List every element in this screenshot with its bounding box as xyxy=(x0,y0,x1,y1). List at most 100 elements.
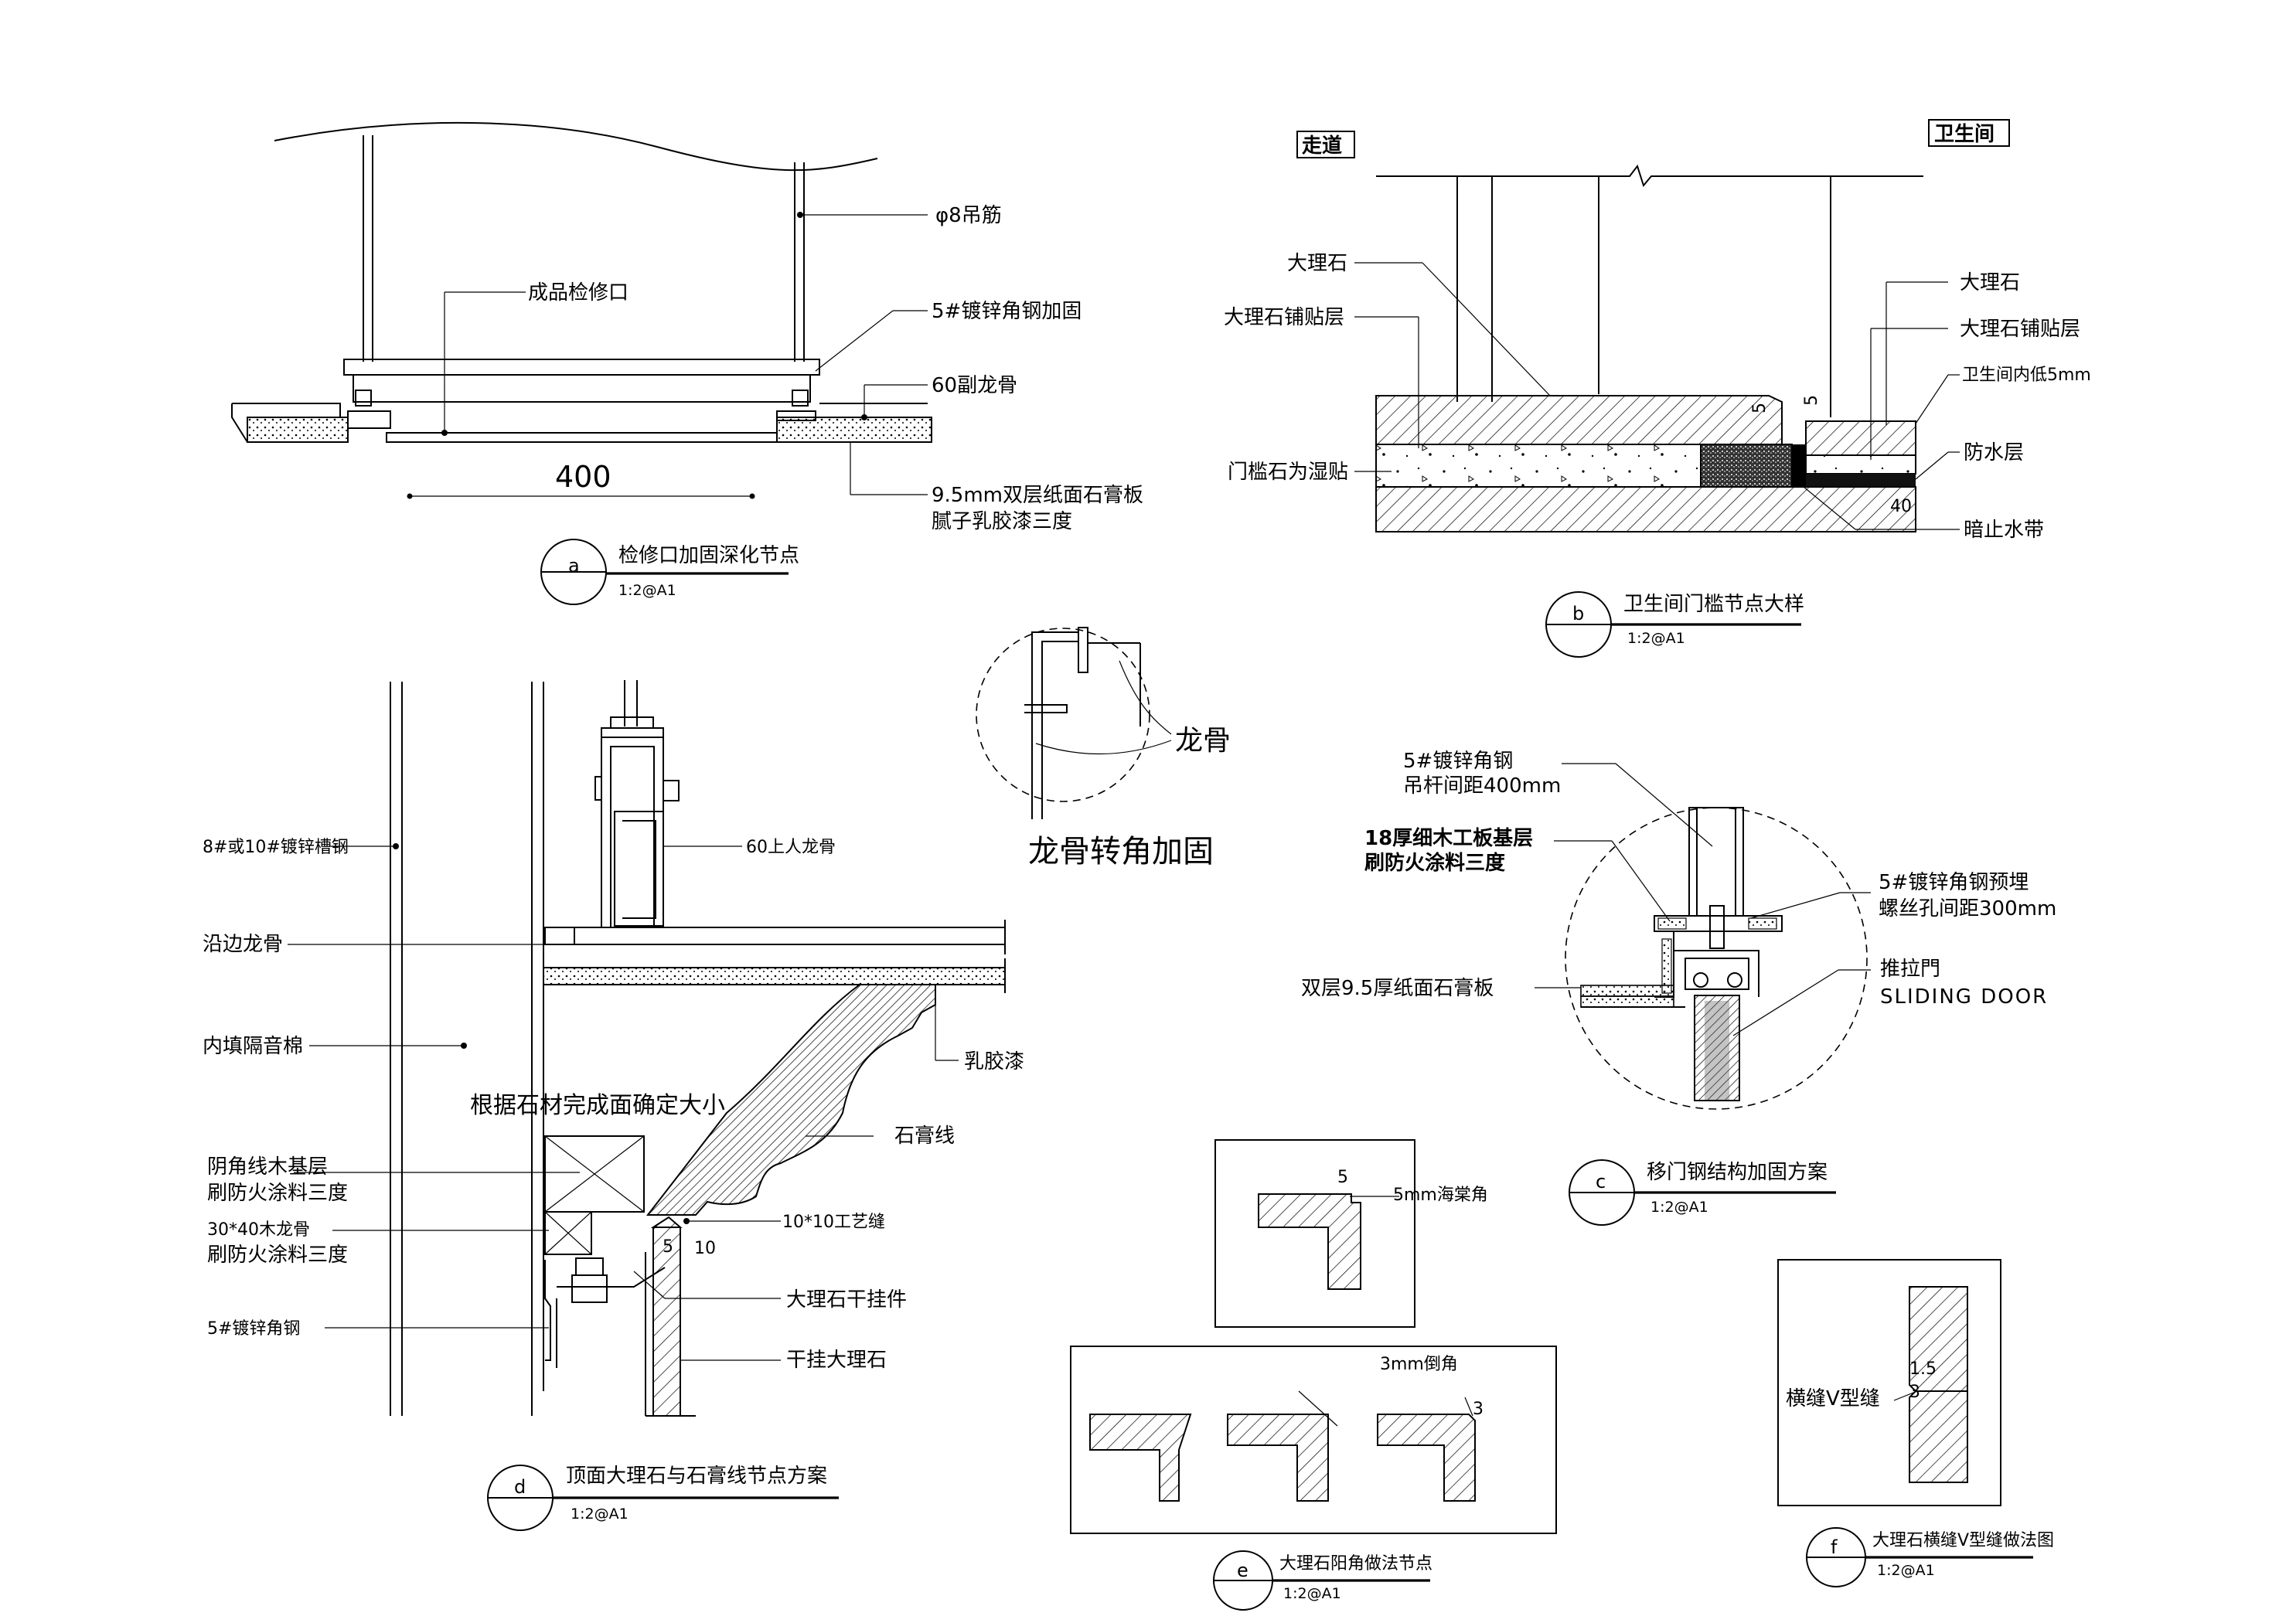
detail-e: 5mm海棠角 5 3mm倒角 3 e 大理石阳角做法节点 1:2@A1 xyxy=(1070,1139,1557,1611)
hanger-bracket xyxy=(601,737,664,928)
label-latex: 乳胶漆 xyxy=(964,1050,1024,1073)
dim-5a: 5 xyxy=(1750,403,1770,413)
label-c-angle-2: 吊杆间距400mm xyxy=(1403,774,1561,798)
label-vjoint: 横缝V型缝 xyxy=(1786,1387,1880,1410)
label-edge-keel: 沿边龙骨 xyxy=(203,933,283,956)
title-b: 卫生间门槛节点大样 xyxy=(1623,593,1804,616)
label-cornice: 石膏线 xyxy=(894,1125,955,1148)
label-note: 根据石材完成面确定大小 xyxy=(470,1092,725,1119)
label-keel: 龙骨 xyxy=(1175,725,1231,757)
label-hanger-d: 大理石干挂件 xyxy=(786,1288,907,1312)
ceiling-break xyxy=(1376,164,1923,188)
scale-e: 1:2@A1 xyxy=(1283,1585,1341,1602)
dim-5b: 5 xyxy=(1802,395,1821,406)
corner-chamfer-3mm xyxy=(1377,1414,1476,1502)
wood-base xyxy=(544,1135,645,1213)
title-c: 移门钢结构加固方案 xyxy=(1647,1161,1828,1184)
sliding-door-panel xyxy=(1694,995,1740,1101)
panel-face xyxy=(386,432,778,443)
label-c-door-en: SLIDING DOOR xyxy=(1880,985,2048,1009)
scale-a: 1:2@A1 xyxy=(618,582,676,599)
label-marble-left: 大理石 xyxy=(1287,252,1347,275)
scale-c: 1:2@A1 xyxy=(1650,1199,1708,1216)
detail-keel-corner: 龙骨 龙骨转角加固 xyxy=(976,627,1231,869)
label-c-angle-1: 5#镀锌角钢 xyxy=(1403,750,1513,773)
detail-b: 走道 卫生间 5 5 40 大理石 大理石铺贴层 门槛 xyxy=(1224,119,2091,658)
gypsum-board-left xyxy=(247,417,349,443)
marble-right xyxy=(1805,420,1916,456)
label-insulation: 内填隔音棉 xyxy=(203,1035,303,1058)
waterproof-layer xyxy=(1806,474,1916,487)
label-waterstop: 暗止水带 xyxy=(1964,519,2044,542)
label-access-panel: 成品检修口 xyxy=(528,281,629,305)
wood-keel xyxy=(544,1211,592,1255)
label-hanger: φ8吊筋 xyxy=(935,204,1002,227)
break-line xyxy=(274,121,878,172)
dimension-400: 400 xyxy=(555,460,611,494)
label-bedding-right: 大理石铺贴层 xyxy=(1960,318,2080,341)
bedding-layer xyxy=(1375,444,1702,488)
detail-d: 5 10 8#或10#镀锌槽钢 沿边龙骨 内填隔音棉 60上人龙骨 乳胶漆 根据… xyxy=(203,680,1024,1531)
label-c-door-cn: 推拉門 xyxy=(1880,958,1940,981)
label-bedding-left: 大理石铺贴层 xyxy=(1224,306,1344,329)
scale-d: 1:2@A1 xyxy=(571,1506,629,1523)
dim-5: 5 xyxy=(663,1237,673,1257)
marble-left xyxy=(1375,395,1783,445)
label-sill: 门槛石为湿贴 xyxy=(1228,461,1348,484)
label-joint: 10*10工艺缝 xyxy=(782,1213,885,1232)
label-chamfer: 3mm倒角 xyxy=(1380,1355,1458,1374)
label-c-preembed-2: 螺丝孔间距300mm xyxy=(1879,897,2056,920)
threshold-stone xyxy=(1700,444,1793,488)
title-e: 大理石阳角做法节点 xyxy=(1279,1554,1432,1574)
corner-variant-1 xyxy=(1089,1414,1192,1502)
title-a: 检修口加固深化节点 xyxy=(618,544,799,567)
label-c-gypsum: 双层9.5厚纸面石膏板 xyxy=(1301,977,1494,1000)
corner-5mm xyxy=(1258,1193,1361,1290)
detail-f-box xyxy=(1777,1259,2001,1506)
dim-40: 40 xyxy=(1890,497,1912,516)
scale-b: 1:2@A1 xyxy=(1627,630,1685,647)
gypsum-board-right xyxy=(776,417,932,443)
label-angle-d: 5#镀锌角钢 xyxy=(207,1319,300,1339)
bubble-letter-f: f xyxy=(1831,1536,1838,1558)
upper-keel xyxy=(614,811,664,927)
label-channel: 8#或10#镀锌槽钢 xyxy=(203,838,349,857)
detail-c: 5#镀锌角钢 吊杆间距400mm 18厚细木工板基层 刷防火涂料三度 5#镀锌角… xyxy=(1301,750,2056,1226)
callout-circle xyxy=(976,628,1150,802)
dim-10: 10 xyxy=(694,1239,716,1258)
label-angle-steel: 5#镀锌角钢加固 xyxy=(932,300,1082,323)
label-marble-right: 大理石 xyxy=(1960,271,2020,294)
label-keel: 60副龙骨 xyxy=(932,374,1017,397)
label-c-board-2: 刷防火涂料三度 xyxy=(1364,851,1505,875)
label-board-1: 9.5mm双层纸面石膏板 xyxy=(932,484,1143,507)
label-base-2: 刷防火涂料三度 xyxy=(207,1182,348,1205)
bubble-letter-e: e xyxy=(1237,1560,1248,1581)
angle-plate xyxy=(1654,915,1783,932)
label-wood-1: 30*40木龙骨 xyxy=(207,1220,310,1240)
dim-f-3: 3 xyxy=(1909,1383,1920,1402)
title-keel-corner: 龙骨转角加固 xyxy=(1028,834,1214,869)
label-marble-d: 干挂大理石 xyxy=(786,1349,887,1372)
detail-a: φ8吊筋 成品检修口 5#镀锌角钢加固 60副龙骨 9.5mm双层纸面石膏板 腻… xyxy=(231,121,1143,605)
marble-v-joint xyxy=(1909,1286,1968,1483)
ceiling-gypsum xyxy=(543,967,1006,985)
scale-f: 1:2@A1 xyxy=(1877,1562,1935,1579)
bolt xyxy=(1709,905,1725,949)
label-wood-2: 刷防火涂料三度 xyxy=(207,1244,348,1267)
base-slab xyxy=(1375,486,1916,532)
access-frame xyxy=(343,359,820,376)
gypsum-cornice xyxy=(646,984,936,1216)
label-waterproof: 防水层 xyxy=(1964,441,2024,464)
label-c-preembed-1: 5#镀锌角钢预埋 xyxy=(1879,871,2029,894)
bubble-letter-b: b xyxy=(1572,603,1584,624)
dim-e-5: 5 xyxy=(1337,1168,1348,1187)
label-bathroom: 卫生间 xyxy=(1934,123,1995,146)
detail-e-box-bottom xyxy=(1070,1346,1557,1534)
gypsum-board-c xyxy=(1580,985,1674,997)
dim-f-15: 1.5 xyxy=(1909,1359,1937,1379)
bubble-letter-d: d xyxy=(514,1476,526,1498)
title-d: 顶面大理石与石膏线节点方案 xyxy=(566,1465,827,1488)
label-up-keel: 60上人龙骨 xyxy=(746,838,836,857)
label-board-2: 腻子乳胶漆三度 xyxy=(932,510,1072,533)
